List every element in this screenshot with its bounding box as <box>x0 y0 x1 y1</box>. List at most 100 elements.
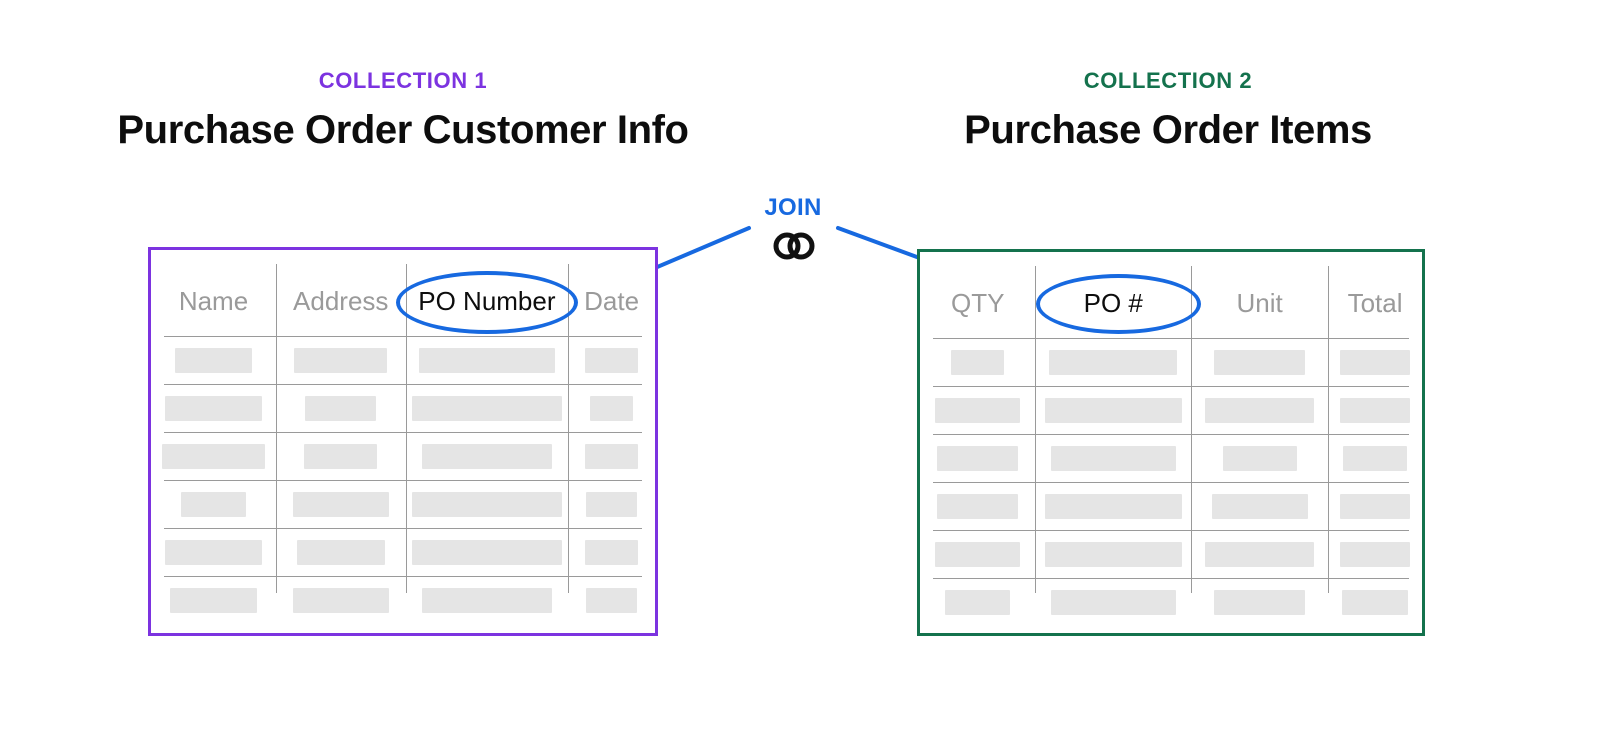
placeholder-bar <box>586 491 637 517</box>
table-cell <box>406 336 569 384</box>
row-divider <box>933 434 1409 435</box>
table-cell <box>920 482 1035 530</box>
placeholder-bar <box>937 493 1019 519</box>
link-rings-icon <box>765 226 821 266</box>
table-cell <box>568 480 655 528</box>
placeholder-bar <box>162 443 265 469</box>
table-cell <box>920 434 1035 482</box>
table-cell <box>568 336 655 384</box>
table-cell <box>1328 482 1422 530</box>
placeholder-bar <box>1051 589 1176 615</box>
collection-1-title: Purchase Order Customer Info <box>117 108 689 152</box>
table-cell <box>568 528 655 576</box>
table-cell <box>406 576 569 624</box>
table-cell <box>920 578 1035 626</box>
table-cell <box>1191 386 1328 434</box>
table-cell <box>1035 578 1191 626</box>
placeholder-bar <box>589 395 634 421</box>
table-cell <box>151 480 276 528</box>
placeholder-bar <box>292 587 389 613</box>
placeholder-bar <box>1222 445 1297 471</box>
table-cell <box>920 530 1035 578</box>
placeholder-bar <box>1340 541 1410 567</box>
join-key-highlight-collection-2 <box>1036 274 1201 334</box>
column-header-total: Total <box>1347 287 1403 318</box>
row-divider <box>164 336 642 337</box>
placeholder-bar <box>1340 349 1410 375</box>
table-cell <box>1035 482 1191 530</box>
column-divider <box>1328 266 1330 593</box>
table-cell <box>1328 434 1422 482</box>
placeholder-bar <box>1214 349 1305 375</box>
table-cell <box>151 432 276 480</box>
table-cell <box>151 336 276 384</box>
column-header-address: Address <box>293 285 389 316</box>
table-cell <box>920 386 1035 434</box>
table-cell <box>276 528 406 576</box>
table-row <box>920 338 1422 386</box>
row-divider <box>933 578 1409 579</box>
table-cell <box>151 384 276 432</box>
placeholder-bar <box>1204 541 1315 567</box>
table-cell <box>1328 338 1422 386</box>
placeholder-bar <box>1211 493 1308 519</box>
table-cell <box>276 336 406 384</box>
table-cell <box>1328 386 1422 434</box>
placeholder-bar <box>305 395 377 421</box>
table-row <box>151 480 655 528</box>
column-header-name: Name <box>178 285 249 316</box>
row-divider <box>164 432 642 433</box>
column-header-date: Date <box>584 285 640 316</box>
placeholder-bar <box>1214 589 1305 615</box>
table-cell <box>276 576 406 624</box>
table-cell <box>151 576 276 624</box>
table-row <box>151 384 655 432</box>
table-row <box>920 434 1422 482</box>
row-divider <box>933 338 1409 339</box>
column-header-qty: QTY <box>951 287 1005 318</box>
placeholder-bar <box>164 395 263 421</box>
placeholder-bar <box>1044 541 1182 567</box>
placeholder-bar <box>304 443 377 469</box>
table-row <box>920 578 1422 626</box>
placeholder-bar <box>174 347 253 373</box>
table-cell <box>276 432 406 480</box>
row-divider <box>933 482 1409 483</box>
table-cell <box>920 338 1035 386</box>
table-cell <box>406 528 569 576</box>
table-cell <box>1191 338 1328 386</box>
column-divider <box>568 264 570 593</box>
table-cell <box>1035 530 1191 578</box>
table-cell <box>568 384 655 432</box>
table-row <box>920 530 1422 578</box>
placeholder-bar <box>1340 493 1410 519</box>
placeholder-bar <box>937 445 1019 471</box>
collection-1-eyebrow: COLLECTION 1 <box>318 68 488 93</box>
placeholder-bar <box>1044 493 1182 519</box>
join-key-highlight-collection-1 <box>396 271 578 334</box>
row-divider <box>164 576 642 577</box>
placeholder-bar <box>164 539 263 565</box>
row-divider <box>164 480 642 481</box>
row-divider <box>933 530 1409 531</box>
table-row <box>920 482 1422 530</box>
table-cell <box>1328 578 1422 626</box>
placeholder-bar <box>1044 397 1182 423</box>
placeholder-bar <box>935 397 1021 423</box>
placeholder-bar <box>418 347 556 373</box>
placeholder-bar <box>421 587 552 613</box>
column-divider <box>1191 266 1193 593</box>
placeholder-bar <box>951 349 1005 375</box>
placeholder-bar <box>181 491 246 517</box>
table-cell <box>276 480 406 528</box>
table-cell <box>568 432 655 480</box>
placeholder-bar <box>1340 397 1410 423</box>
table-cell <box>1035 338 1191 386</box>
table-cell <box>1191 530 1328 578</box>
placeholder-bar <box>169 587 258 613</box>
join-label: JOIN <box>764 194 822 221</box>
table-row <box>151 432 655 480</box>
table-row <box>151 336 655 384</box>
